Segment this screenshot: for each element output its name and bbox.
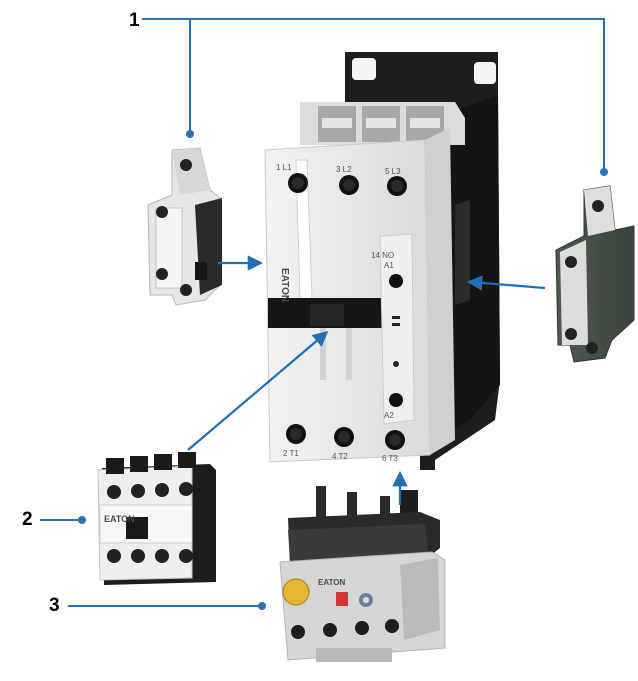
- callout-3-leader: [68, 602, 266, 610]
- terminal-label-top-3: 5 L3: [385, 167, 401, 176]
- terminal-label-top-1: 1 L1: [276, 163, 292, 172]
- front-auxiliary-contact-block: EATON: [97, 452, 216, 585]
- callout-number-1: 1: [129, 10, 140, 31]
- terminal-label-bottom-3: 6 T3: [382, 454, 398, 463]
- callout-number-3: 3: [49, 595, 60, 616]
- side-auxiliary-contact-right: EATON: [555, 185, 635, 363]
- overload-relay: EATON: [279, 486, 446, 662]
- arrow-front-aux-to-contactor: [187, 331, 329, 451]
- contactor-brand: EATON: [279, 268, 290, 302]
- arrow-right-aux-to-contactor: [466, 275, 546, 291]
- callout-2-leader: [40, 516, 86, 524]
- terminal-label-bottom-2: 4 T2: [332, 452, 348, 461]
- front-aux-brand: EATON: [104, 514, 135, 524]
- contactor-main-unit: EATON 1 L1 3 L2 5 L3 2 T1 4 T2 6 T3 A1 A…: [264, 52, 500, 470]
- assembly-arrows: [187, 255, 546, 505]
- aux-contact-label: 14 NO: [371, 251, 394, 260]
- coil-label-a2: A2: [384, 411, 394, 420]
- terminal-label-bottom-1: 2 T1: [283, 449, 299, 458]
- side-auxiliary-contact-left: [147, 147, 222, 306]
- callout-1-leader: [142, 18, 608, 176]
- terminal-label-top-2: 3 L2: [336, 165, 352, 174]
- right-aux-brand: EATON: [598, 282, 605, 306]
- overload-relay-brand: EATON: [318, 578, 345, 587]
- coil-label-a1: A1: [384, 261, 394, 270]
- callout-number-2: 2: [22, 509, 33, 530]
